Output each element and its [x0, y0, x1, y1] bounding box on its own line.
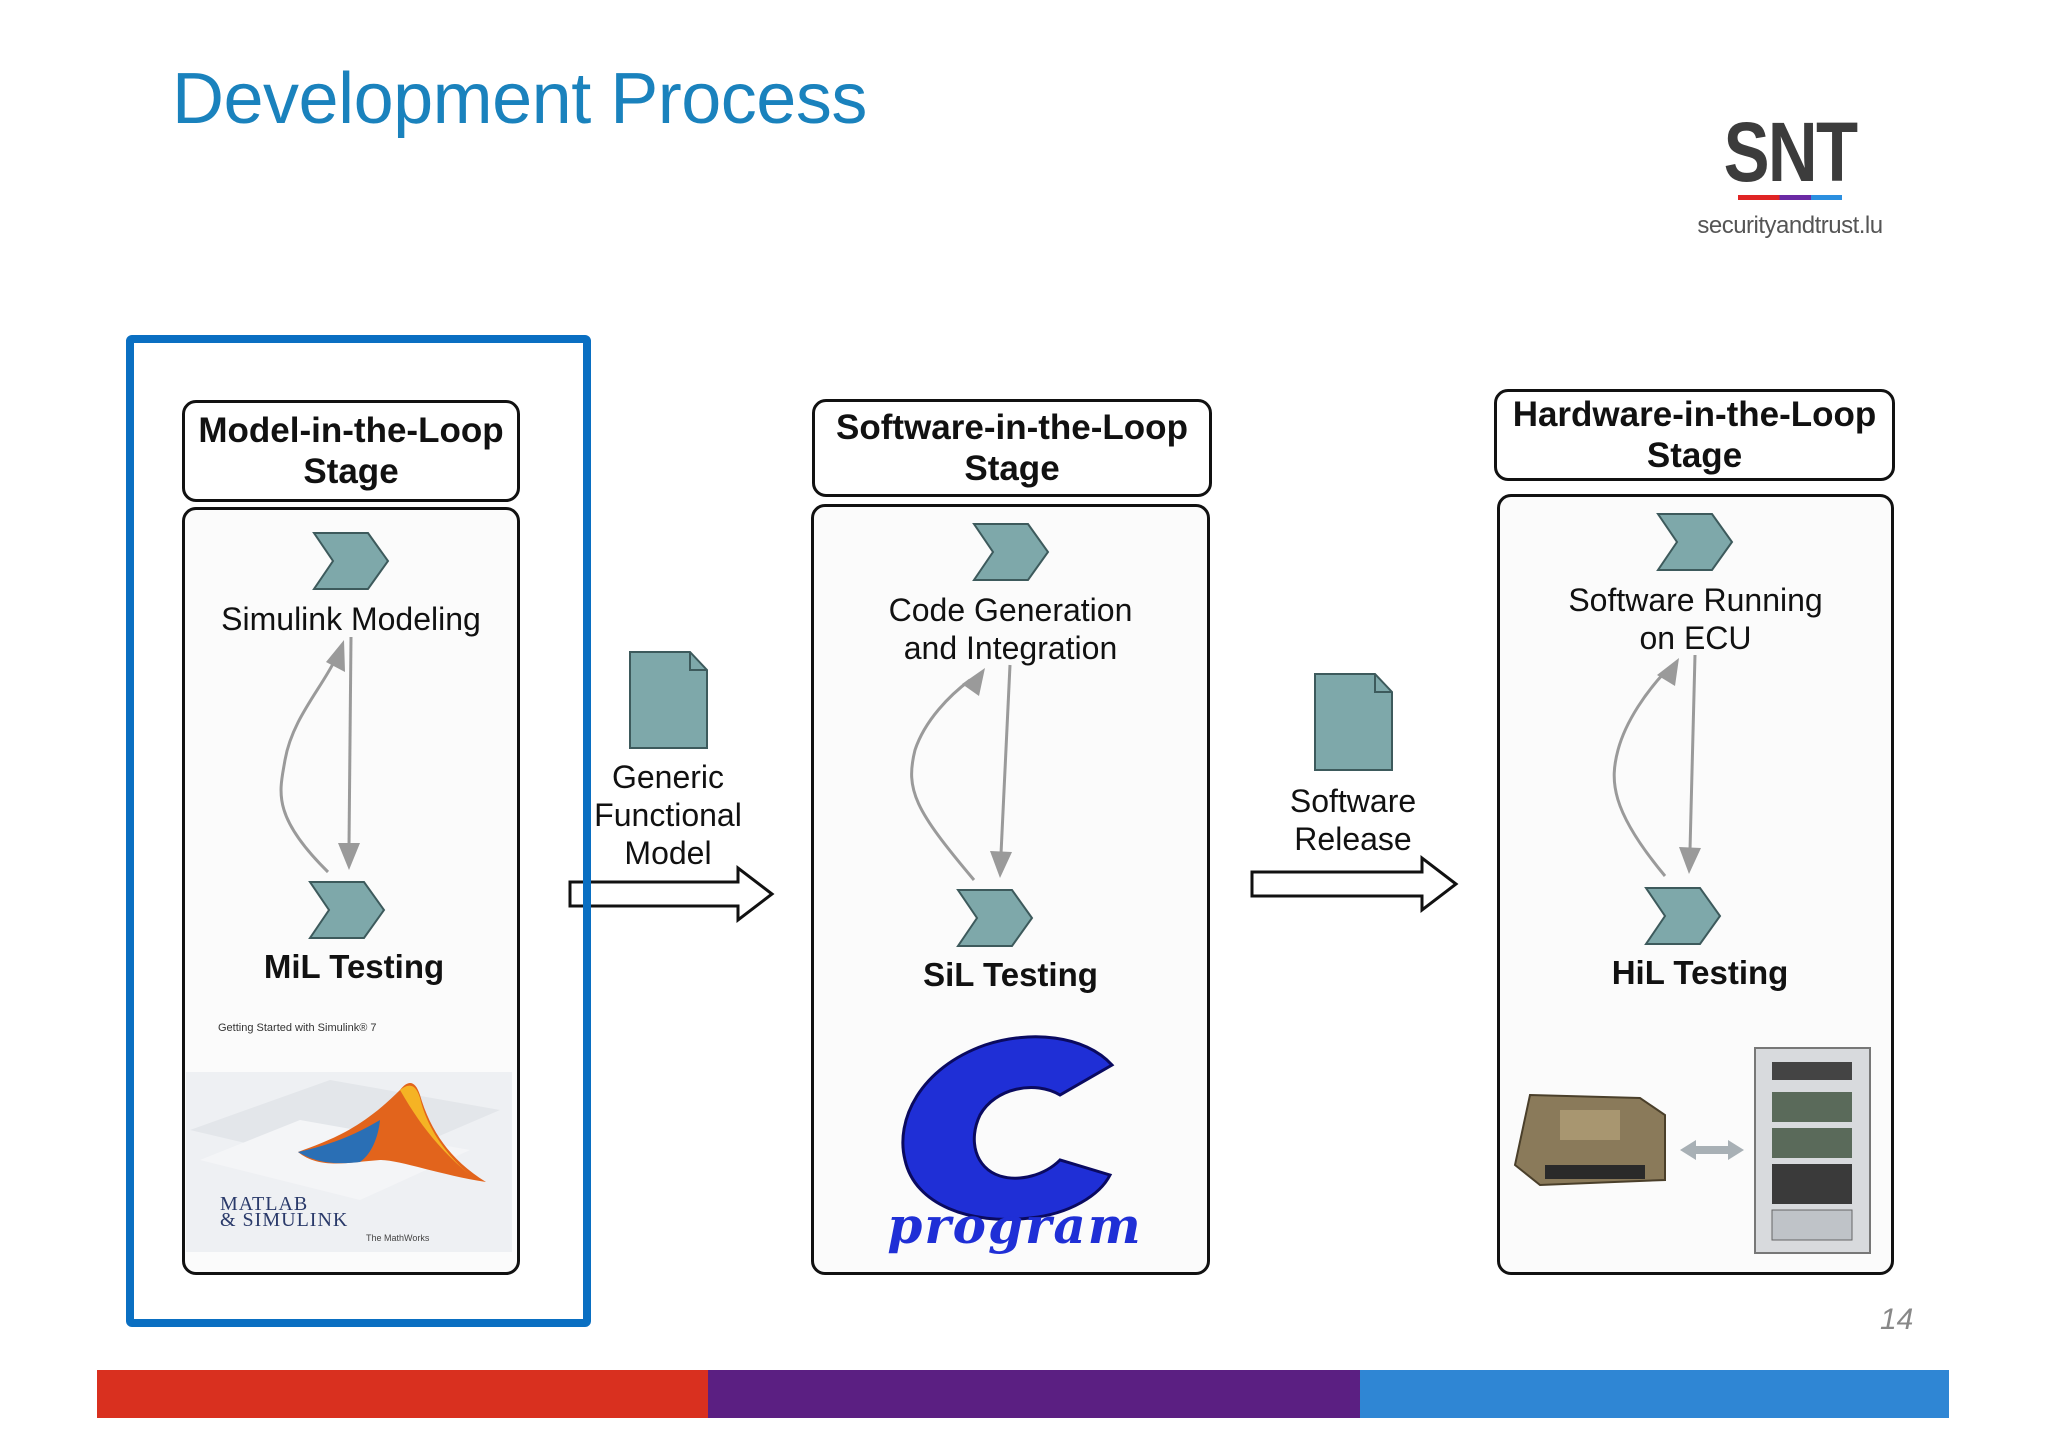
mil-test-chevron-icon	[308, 881, 386, 939]
sil-test-chevron-icon	[956, 889, 1034, 947]
logo-color-bar	[1738, 195, 1842, 200]
sil-stage-title-line2: Stage	[964, 449, 1060, 488]
matlab-cover-caption: Getting Started with Simulink® 7	[218, 1022, 377, 1034]
footer-bar-blue	[1360, 1370, 1949, 1418]
footer-bar-purple	[708, 1370, 1360, 1418]
mil-step-label: Simulink Modeling	[221, 601, 481, 637]
mil-highlight-frame	[126, 335, 591, 1327]
matlab-brand-line1: MATLAB	[220, 1193, 309, 1215]
matlab-brand: MATLAB & SIMULINK	[220, 1193, 349, 1231]
software-release-document-icon	[1314, 673, 1393, 771]
hil-stage-title: Hardware-in-the-Loop Stage	[1494, 389, 1895, 481]
mil-test-label: MiL Testing	[263, 948, 445, 985]
software-release-document-fold	[1374, 674, 1392, 693]
ecu-rack-double-arrow-icon	[1680, 1140, 1744, 1160]
hil-test-label: HiL Testing	[1611, 954, 1789, 991]
mil-up-curve	[279, 659, 337, 874]
mil-step-chevron-icon	[312, 532, 390, 590]
mil-stage-title-line2: Stage	[303, 452, 399, 491]
artifact-generic-line1: Generic	[611, 759, 725, 795]
c-program-word: program	[887, 1196, 1143, 1255]
mil-stage-title-line1: Model-in-the-Loop	[198, 411, 504, 450]
sil-down-arrowhead-icon	[990, 851, 1012, 878]
sil-step-chevron-icon	[972, 523, 1050, 581]
page-number: 14	[1880, 1303, 1914, 1336]
matlab-brand-line2: & SIMULINK	[220, 1209, 349, 1231]
artifact-generic-line2: Functional	[594, 797, 742, 833]
artifact-generic-line3: Model	[624, 835, 712, 871]
hil-stage-title-line1: Hardware-in-the-Loop	[1512, 395, 1877, 434]
hil-down-arrow	[1688, 654, 1697, 851]
sil-step-label-line2: and Integration	[903, 630, 1118, 666]
sil-test-label: SiL Testing	[923, 956, 1098, 993]
page-title: Development Process	[172, 59, 867, 139]
hil-step-chevron-icon	[1656, 513, 1734, 571]
generic-model-document-fold	[689, 652, 707, 671]
hil-step-label-line2: on ECU	[1639, 620, 1752, 656]
artifact-release-line1: Software	[1289, 783, 1417, 819]
sil-stage-title: Software-in-the-Loop Stage	[812, 399, 1212, 497]
mil-up-arrowhead-icon	[326, 640, 345, 672]
hil-up-arrowhead-icon	[1657, 658, 1679, 686]
sil-down-arrow	[999, 664, 1012, 855]
mil-to-sil-arrow	[568, 864, 775, 924]
sil-step-label-line1: Code Generation	[888, 592, 1133, 628]
hil-stage-title-line2: Stage	[1646, 436, 1743, 475]
mil-down-arrowhead-icon	[338, 843, 360, 870]
sil-up-curve	[910, 678, 976, 881]
matlab-simulink-cover-image	[186, 1072, 512, 1252]
logo-url: securityandtrust.lu	[1697, 212, 1883, 239]
sil-to-hil-arrow	[1250, 854, 1459, 914]
hil-test-chevron-icon	[1644, 887, 1722, 945]
hil-up-curve	[1612, 670, 1667, 877]
footer-bar-red	[97, 1370, 708, 1418]
mathworks-label: The MathWorks	[366, 1233, 430, 1243]
sil-up-arrowhead-icon	[962, 668, 985, 696]
ecu-hardware-image	[1513, 1093, 1666, 1187]
hil-down-arrowhead-icon	[1679, 847, 1701, 874]
artifact-release-line2: Release	[1294, 821, 1412, 857]
hil-test-rack-image	[1754, 1047, 1871, 1254]
mil-stage-title: Model-in-the-Loop Stage	[182, 400, 520, 502]
snt-logo: SNT securityandtrust.lu	[1690, 100, 1890, 250]
c-program-logo	[901, 1035, 1115, 1221]
footer-color-bar	[97, 1370, 1949, 1418]
hil-step-label-line1: Software Running	[1568, 582, 1823, 618]
mil-down-arrow	[347, 636, 353, 847]
generic-model-document-icon	[629, 651, 708, 749]
logo-wordmark: SNT	[1723, 105, 1858, 199]
sil-stage-title-line1: Software-in-the-Loop	[836, 408, 1188, 447]
